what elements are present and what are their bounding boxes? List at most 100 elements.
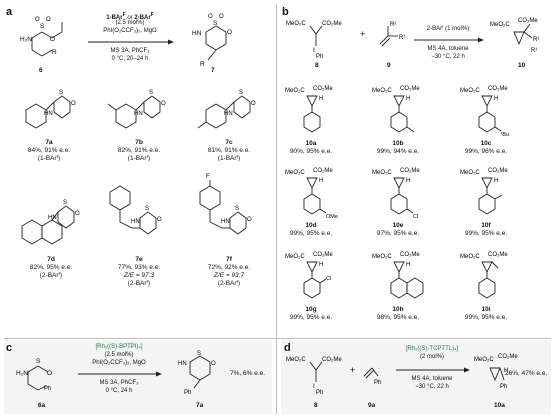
- svg-text:CO₂Me: CO₂Me: [400, 252, 420, 258]
- product-7b-id: 7b: [135, 139, 143, 146]
- panel-b-label: b: [282, 6, 289, 18]
- product-10b-id: 10b: [392, 140, 404, 147]
- svg-text:OMe: OMe: [326, 214, 338, 220]
- svg-text:Ph: Ph: [184, 390, 191, 396]
- product-7c-structure: S O HN: [197, 90, 256, 129]
- svg-text:HN: HN: [44, 111, 53, 117]
- product-10f-id: 10f: [481, 222, 491, 229]
- product-10e-id: 10e: [392, 222, 404, 229]
- cyclopropane-10-structure: MeO₂C CO₂Me R² R¹: [490, 18, 539, 54]
- svg-text:O: O: [208, 14, 213, 20]
- product-7a-result: 84%, 91% e.e.: [27, 147, 71, 154]
- panel-a-oxidant: PhI(O₂CCF₃)₂, MgO: [103, 28, 157, 34]
- svg-text:O: O: [75, 211, 80, 217]
- panel-c-result: 7%, 6% e.e.: [230, 370, 266, 377]
- panel-a-conditions-1: MS 3A, PhCF₃: [110, 48, 150, 54]
- svg-text:HN: HN: [224, 111, 233, 117]
- svg-text:R: R: [52, 49, 57, 56]
- ylide-ester-right: CO₂Me: [322, 21, 342, 27]
- product-7f-ratio: Z/E = 93:7: [213, 272, 245, 279]
- svg-text:H: H: [406, 178, 410, 184]
- svg-text:HN: HN: [178, 361, 187, 367]
- svg-text:F: F: [206, 174, 210, 180]
- panel-a-label: a: [6, 6, 13, 18]
- svg-text:MeO₂C: MeO₂C: [372, 254, 392, 260]
- svg-text:Ph: Ph: [44, 386, 51, 392]
- sm-8-label-d: 8: [314, 402, 318, 409]
- product-7c-caption: 7c 81%, 91% e.e. (1-BArᶠ): [194, 139, 264, 163]
- panel-d-loading: (2 mol%): [419, 354, 444, 360]
- svg-text:CO₂Me: CO₂Me: [313, 168, 333, 174]
- panel-c-oxidant: PhI(O₂CCF₃)₂, MgO: [92, 360, 146, 366]
- product-10b-result: 99%, 94% e.e.: [376, 148, 420, 155]
- svg-text:O: O: [247, 217, 252, 223]
- cyclopropane-10a-structure: MeO₂C CO₂Me H Ph: [474, 354, 518, 390]
- svg-text:MeO₂C: MeO₂C: [460, 254, 480, 260]
- panel-d-result: 26%, 47% e.e.: [505, 370, 548, 377]
- svg-text:S: S: [40, 23, 45, 30]
- panel-c-label: c: [6, 342, 13, 354]
- product-7d-id: 7d: [47, 256, 55, 263]
- product-10a-result: 90%, 95% e.e.: [289, 148, 333, 155]
- panel-c-conditions-1: MS 3A, PhCF₃: [99, 380, 139, 386]
- svg-text:H: H: [494, 96, 498, 102]
- sulfamate-6-structure: H₂N S O O O R: [20, 17, 63, 57]
- panel-c-arrow: [78, 371, 162, 377]
- product-10g-result: 99%, 95% e.e.: [289, 314, 333, 321]
- svg-text:H₂N: H₂N: [16, 370, 28, 377]
- svg-text:MeO₂C: MeO₂C: [372, 88, 392, 94]
- product-7f-caption: 7f 72%, 92% e.e. Z/E = 93:7 (2-BArᶠ): [194, 256, 264, 288]
- sm-6-label: 6: [39, 67, 43, 74]
- product-10c-id: 10c: [480, 140, 492, 147]
- sm-8-label: 8: [315, 62, 319, 69]
- svg-text:R¹: R¹: [531, 48, 537, 54]
- oxathiazinane-7-structure: S O O O HN R: [192, 14, 232, 68]
- svg-text:O: O: [219, 14, 224, 20]
- svg-text:CO₂Me: CO₂Me: [400, 86, 420, 92]
- product-7f-id: 7f: [226, 256, 232, 263]
- svg-text:CO₂Me: CO₂Me: [313, 252, 333, 258]
- panel-d-arrow: [396, 367, 470, 373]
- svg-text:R¹: R¹: [399, 35, 405, 41]
- panel-a-conditions-2: 0 °C, 20–24 h: [111, 56, 149, 62]
- product-7e-structure: S O HN: [109, 185, 162, 235]
- svg-text:I: I: [313, 47, 315, 54]
- svg-text:I: I: [313, 383, 315, 390]
- svg-text:O: O: [47, 370, 52, 377]
- svg-text:CO₂Me: CO₂Me: [400, 168, 420, 174]
- sm-6a-label: 6a: [38, 402, 46, 409]
- svg-text:MeO₂C: MeO₂C: [372, 170, 392, 176]
- panel-b-arrow: [414, 37, 484, 43]
- product-7d-result: 82%, 95% e.e.: [29, 264, 73, 271]
- product-10h-id: 10h: [392, 306, 404, 313]
- product-7c-result: 81%, 91% e.e.: [207, 147, 251, 154]
- product-7f-structure: F S O HN: [199, 174, 252, 235]
- panel-d-label: d: [284, 342, 291, 354]
- panel-c-catalyst: [Rh₂((S)-BPTPI)₄]: [95, 344, 143, 350]
- product-7e-catalyst: (2-BArᶠ): [127, 280, 151, 287]
- product-10g-id: 10g: [305, 306, 317, 313]
- panel-d-catalyst: [Rh₂((S)-TCPTTL)₄]: [405, 346, 459, 352]
- product-7d-structure: S O HN: [21, 200, 80, 245]
- svg-text:MeO₂C: MeO₂C: [285, 88, 305, 94]
- svg-text:H: H: [406, 96, 410, 102]
- iodonium-ylide-8-structure: MeO₂C CO₂Me I Ph: [286, 21, 342, 60]
- svg-text:S: S: [197, 351, 201, 357]
- svg-text:O: O: [227, 29, 232, 36]
- product-7a-caption: 7a 84%, 91% e.e. (1-BArᶠ): [14, 139, 84, 163]
- product-10f-result: 99%, 95% e.e.: [464, 230, 508, 237]
- svg-text:O: O: [161, 101, 166, 107]
- plus-sign-d: +: [350, 365, 356, 375]
- svg-text:H: H: [406, 262, 410, 268]
- svg-text:O: O: [46, 17, 51, 23]
- panel-a-reagents: 1-BArF or 2-BArF: [106, 12, 154, 21]
